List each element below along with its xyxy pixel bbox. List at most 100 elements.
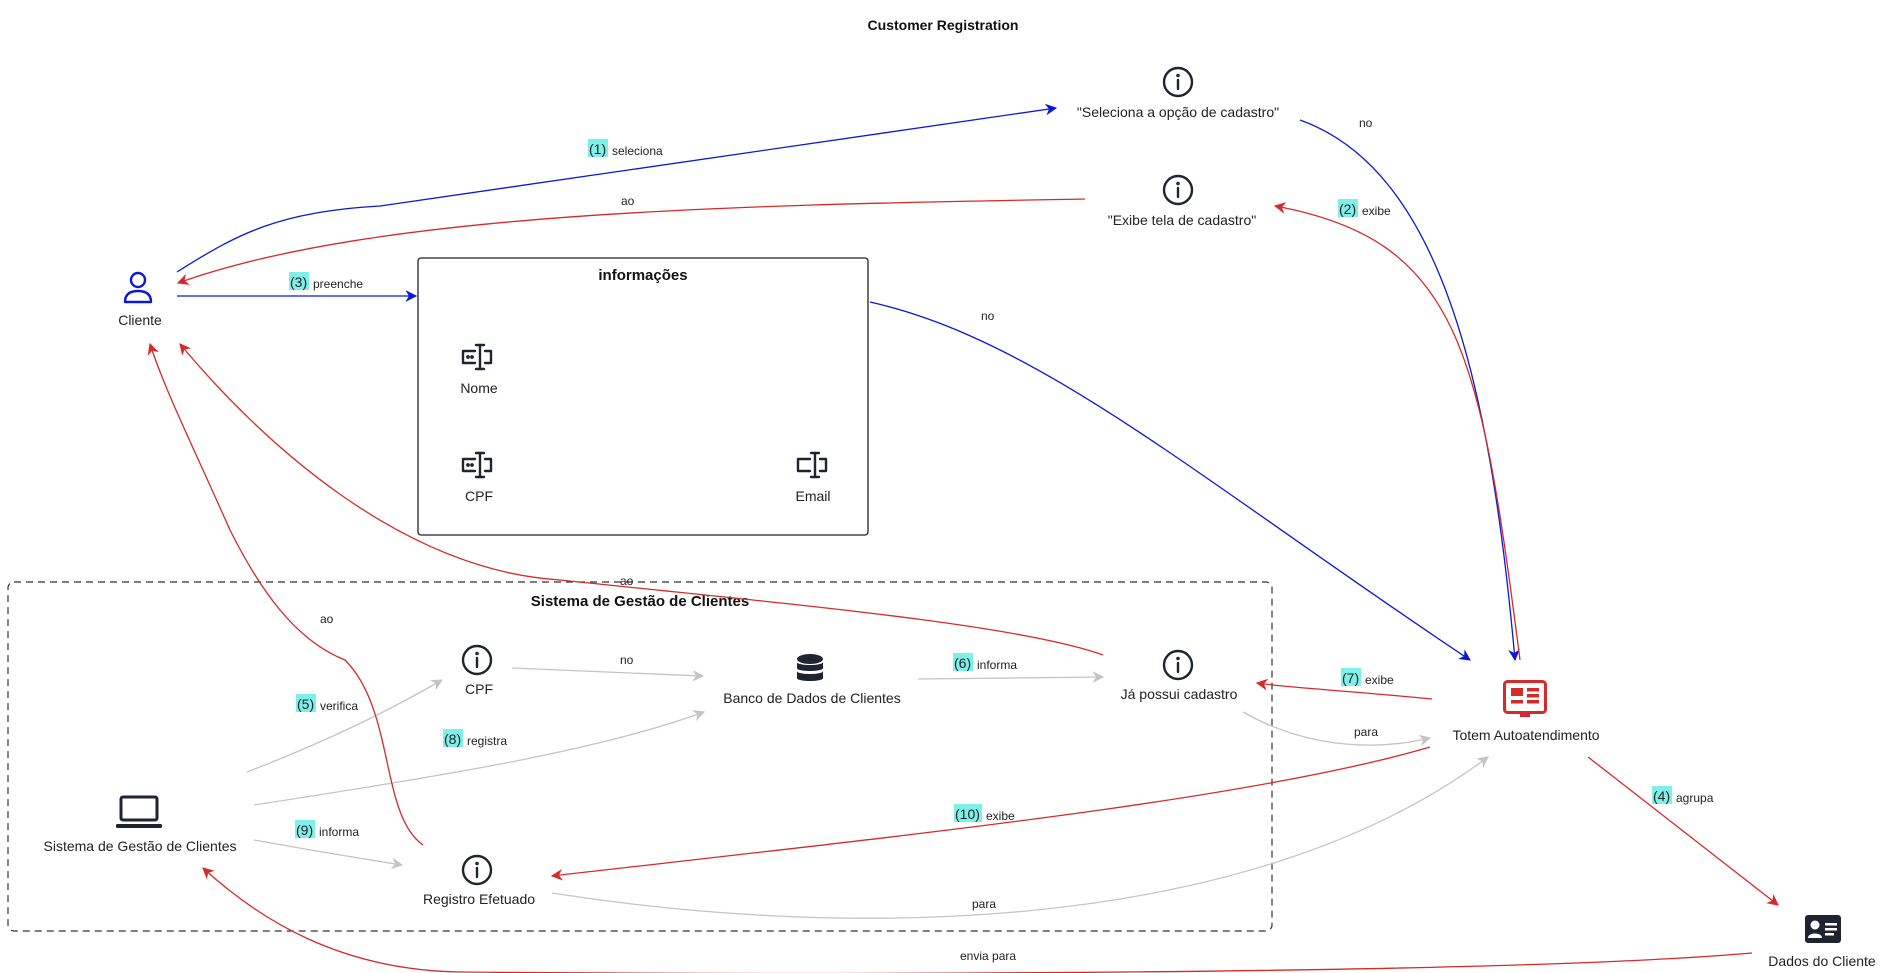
edge-2-exibe xyxy=(1273,202,1521,661)
edge-7-exibe xyxy=(1255,678,1433,700)
node-banco-label: Banco de Dados de Clientes xyxy=(723,690,900,706)
kiosk-screen-icon xyxy=(1503,680,1547,717)
edge-label-ao-2: ao xyxy=(620,574,634,588)
edge-label-9: (9) informa xyxy=(295,820,359,839)
input-field-icon xyxy=(461,451,493,479)
node-registro-label: Registro Efetuado xyxy=(423,891,535,907)
edge-ao-registro-cliente xyxy=(147,342,424,846)
node-email-label: Email xyxy=(795,488,830,504)
info-icon xyxy=(1162,66,1194,98)
node-email[interactable]: Email xyxy=(795,451,831,504)
node-seleciona-label: "Seleciona a opção de cadastro" xyxy=(1077,104,1279,120)
svg-text:exibe: exibe xyxy=(1362,204,1391,218)
group-informacoes-title: informações xyxy=(598,267,687,284)
edge-label-1: (1) seleciona xyxy=(588,139,663,158)
edge-label-envia-para: envia para xyxy=(960,949,1016,963)
node-dados-label: Dados do Cliente xyxy=(1768,953,1876,969)
edge-label-ao-3: ao xyxy=(320,612,334,626)
node-ja-possui[interactable]: Já possui cadastro xyxy=(1121,649,1238,702)
edge-no-cpf-banco xyxy=(511,667,705,682)
edge-envia-para xyxy=(202,867,1753,973)
svg-text:(3): (3) xyxy=(290,274,307,290)
edge-label-7: (7) exibe xyxy=(1341,668,1394,687)
svg-text:(1): (1) xyxy=(589,141,606,157)
edge-label-2: (2) exibe xyxy=(1338,199,1391,218)
node-nome[interactable]: Nome xyxy=(460,343,498,396)
node-dados[interactable]: Dados do Cliente xyxy=(1768,915,1876,969)
info-icon xyxy=(1162,174,1194,206)
node-cpf-field-label: CPF xyxy=(465,488,493,504)
group-sistema-title: Sistema de Gestão de Clientes xyxy=(531,593,749,610)
svg-text:(2): (2) xyxy=(1339,201,1356,217)
svg-text:agrupa: agrupa xyxy=(1676,791,1714,805)
user-icon xyxy=(123,271,153,304)
edge-label-6: (6) informa xyxy=(953,653,1017,672)
node-registro[interactable]: Registro Efetuado xyxy=(423,854,535,907)
edge-label-ao-1: ao xyxy=(621,194,635,208)
svg-text:informa: informa xyxy=(977,658,1017,672)
svg-text:(6): (6) xyxy=(954,655,971,671)
node-cliente[interactable]: Cliente xyxy=(118,271,162,328)
info-icon xyxy=(461,854,493,886)
svg-text:(9): (9) xyxy=(296,822,313,838)
edge-label-no-2: no xyxy=(981,309,995,323)
node-cpf-info-label: CPF xyxy=(465,681,493,697)
svg-text:exibe: exibe xyxy=(986,809,1015,823)
edge-label-5: (5) verifica xyxy=(296,694,358,713)
edge-ao-japossui-cliente xyxy=(179,343,1104,656)
svg-text:(5): (5) xyxy=(297,696,314,712)
node-totem-label: Totem Autoatendimento xyxy=(1452,727,1599,743)
edge-label-para-2: para xyxy=(972,897,996,911)
node-nome-label: Nome xyxy=(460,380,498,396)
edge-label-4: (4) agrupa xyxy=(1652,786,1714,805)
svg-text:exibe: exibe xyxy=(1365,673,1394,687)
edge-5-verifica xyxy=(246,679,444,773)
node-sistema-label: Sistema de Gestão de Clientes xyxy=(44,838,237,854)
edge-no-seleciona-totem xyxy=(1299,119,1520,662)
node-exibe-tela-label: "Exibe tela de cadastro" xyxy=(1108,212,1257,228)
laptop-icon xyxy=(116,795,162,828)
edge-4-agrupa xyxy=(1587,756,1779,906)
svg-text:informa: informa xyxy=(319,825,359,839)
node-sistema[interactable]: Sistema de Gestão de Clientes xyxy=(44,795,237,854)
edge-9-informa xyxy=(253,839,404,870)
edge-label-para-1: para xyxy=(1354,725,1378,739)
svg-text:(8): (8) xyxy=(444,731,461,747)
input-field-icon xyxy=(461,343,493,371)
svg-text:(7): (7) xyxy=(1342,670,1359,686)
node-ja-possui-label: Já possui cadastro xyxy=(1121,686,1238,702)
edge-label-8: (8) registra xyxy=(443,729,507,748)
edge-label-10: (10) exibe xyxy=(954,804,1015,823)
id-card-icon xyxy=(1805,915,1841,943)
info-icon xyxy=(1162,649,1194,681)
database-icon xyxy=(797,654,823,681)
node-cliente-label: Cliente xyxy=(118,312,162,328)
svg-text:(4): (4) xyxy=(1653,788,1670,804)
svg-text:verifica: verifica xyxy=(320,699,358,713)
diagram-title: Customer Registration xyxy=(868,17,1019,33)
node-banco[interactable]: Banco de Dados de Clientes xyxy=(723,654,901,706)
edge-ao-exibe-cliente xyxy=(176,198,1086,285)
edge-label-no-3: no xyxy=(620,653,634,667)
edge-10-exibe xyxy=(550,746,1431,881)
node-cpf-field[interactable]: CPF xyxy=(461,451,493,504)
edge-label-no-1: no xyxy=(1359,116,1373,130)
group-sistema: Sistema de Gestão de Clientes xyxy=(7,581,1273,932)
node-totem[interactable]: Totem Autoatendimento xyxy=(1452,680,1600,744)
input-field-icon xyxy=(796,451,828,479)
edge-6-informa xyxy=(917,671,1105,683)
edge-1-seleciona xyxy=(176,103,1058,273)
svg-text:(10): (10) xyxy=(955,806,980,822)
node-exibe-tela[interactable]: "Exibe tela de cadastro" xyxy=(1108,174,1257,228)
svg-text:registra: registra xyxy=(467,734,507,748)
edge-para-registro-totem xyxy=(551,756,1489,919)
svg-text:seleciona: seleciona xyxy=(612,144,663,158)
node-cpf-info[interactable]: CPF xyxy=(461,644,493,697)
info-icon xyxy=(461,644,493,676)
edge-label-3: (3) preenche xyxy=(289,272,363,291)
edge-no-info-totem xyxy=(869,301,1471,661)
group-informacoes: informações xyxy=(417,257,869,536)
edge-8-registra xyxy=(253,710,706,806)
node-seleciona[interactable]: "Seleciona a opção de cadastro" xyxy=(1077,66,1279,120)
